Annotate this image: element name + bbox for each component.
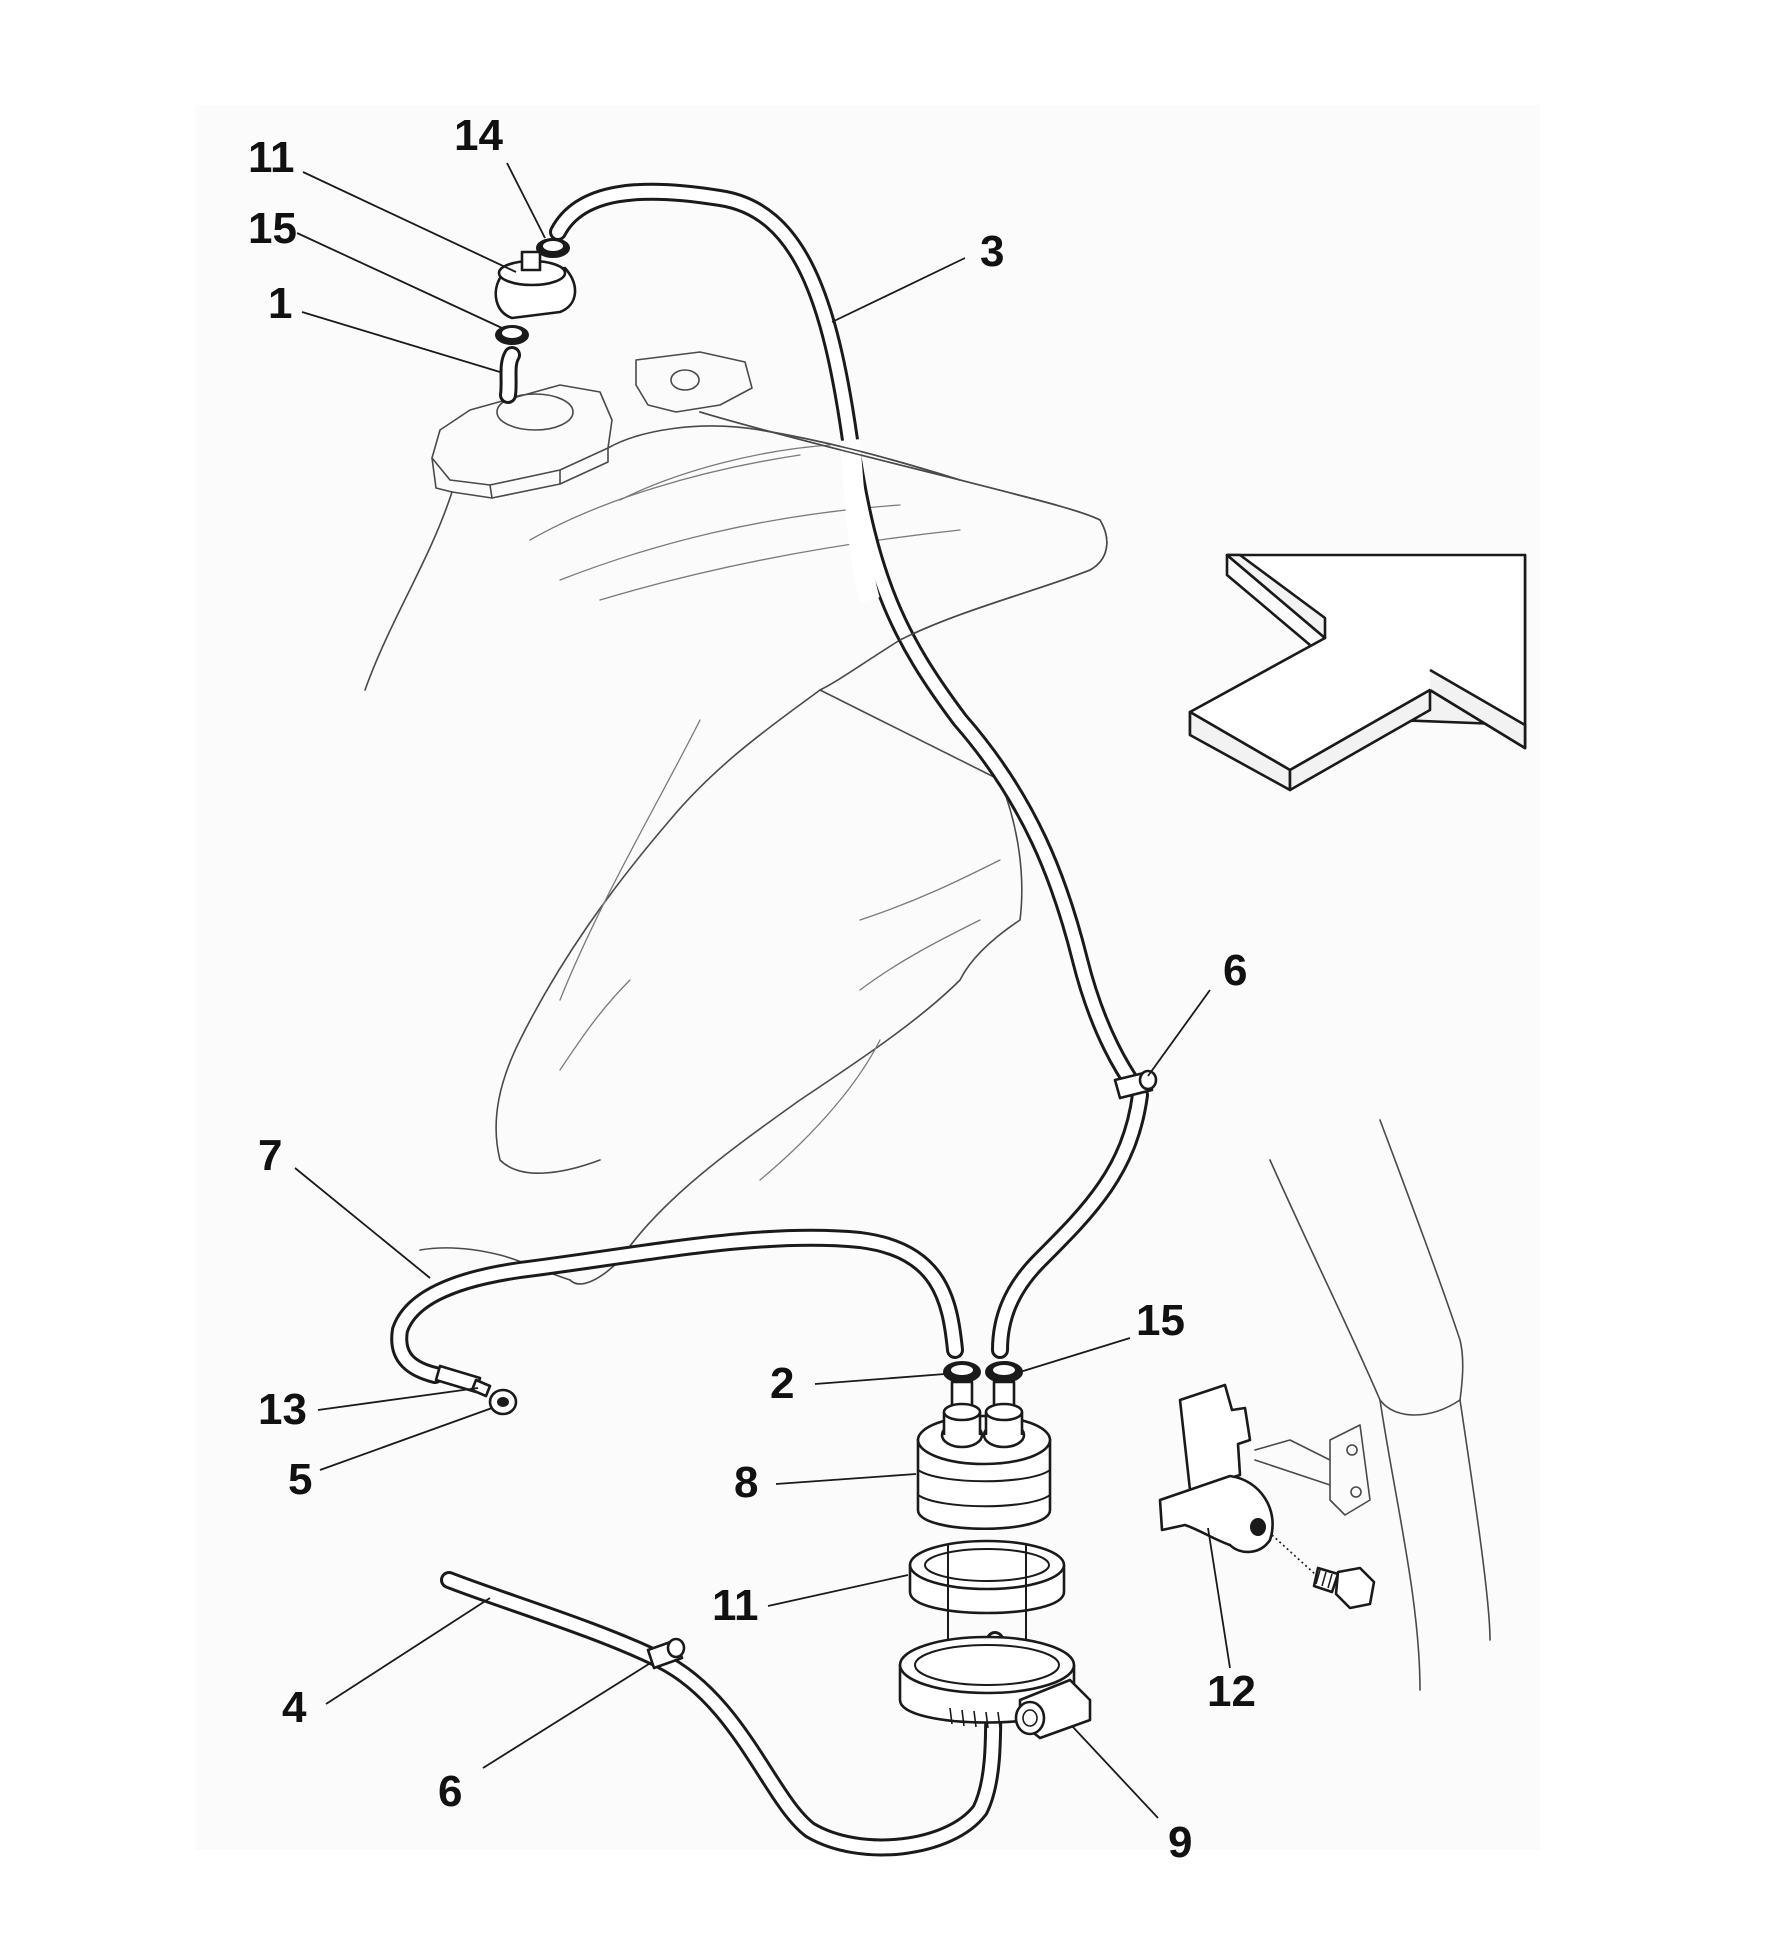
callout-15-top: 15	[248, 204, 297, 253]
tank-occlusion	[699, 411, 1108, 641]
fitting-13-cap-5	[434, 1364, 518, 1416]
hose-3	[549, 182, 1149, 1359]
frame-tube-outline	[1254, 1119, 1491, 1691]
callout-1: 1	[268, 279, 292, 328]
callout-6-upper: 6	[1223, 946, 1247, 995]
canister-8-assembly	[898, 1361, 1092, 1740]
callout-15-lower: 15	[1136, 1296, 1185, 1345]
up-right-arrow-icon	[1188, 553, 1527, 792]
callout-14: 14	[454, 111, 503, 160]
leader-lines	[294, 162, 1231, 1819]
callout-3: 3	[980, 227, 1004, 276]
diagram-background	[195, 105, 1540, 1850]
hose-4	[440, 1571, 1004, 1857]
callout-11-top: 11	[248, 133, 295, 182]
hose-clip-6-lower	[646, 1637, 686, 1670]
callout-2: 2	[770, 1359, 794, 1408]
callout-5: 5	[288, 1455, 312, 1504]
hose-7	[390, 1228, 964, 1384]
hose-clip-6-upper	[1113, 1069, 1158, 1100]
top-filter-assembly	[494, 238, 577, 404]
callout-4: 4	[282, 1683, 307, 1732]
callout-9: 9	[1168, 1818, 1192, 1867]
callout-6-lower: 6	[438, 1767, 462, 1816]
callout-11-lower: 11	[712, 1581, 759, 1630]
bracket-12-and-screw	[1158, 1383, 1376, 1610]
callout-13: 13	[258, 1385, 307, 1434]
callout-7: 7	[258, 1131, 282, 1180]
callout-12: 12	[1207, 1667, 1256, 1716]
callout-labels: 14 11 15 1 3 6 7 13 5 2 15 8 11 4 6 12 9	[248, 111, 1256, 1867]
callout-8: 8	[734, 1458, 758, 1507]
